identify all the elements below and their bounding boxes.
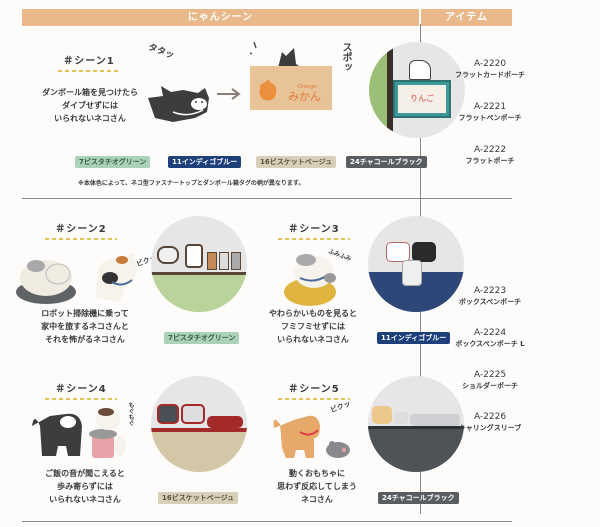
scene-1-description: ダンボール箱を見つけたら ダイブせずには いられないネコさん [42,88,138,123]
color-note: ※本体色によって、ネコ型ファスナートップとダンボール箱タグの柄が異なります。 [78,180,305,187]
svg-text:Orange: Orange [298,84,316,90]
title-underline [45,238,117,240]
title-underline [278,398,350,400]
title-underline [278,238,350,240]
title-underline [45,398,117,400]
sfx-run: タタッ [146,42,176,62]
scene-3-color-badge: 11インディゴブルー [377,332,451,344]
scene-2-title: ＃シーン2 [45,220,117,240]
svg-text:みかん: みかん [288,90,321,103]
scene-3-title: ＃シーン3 [278,220,350,240]
item-a2223: A-2223 ボックスペンポーチ [458,286,522,306]
item-a2224: A-2224 ボックスペンポーチ L [455,328,525,348]
color-badge-green: 7ピスタチオグリーン [75,156,151,168]
scene-5-title: ＃シーン5 [278,380,350,400]
scene-4-color-badge: 16ビスケットベージュ [158,492,239,504]
scene-4-title: ＃シーン4 [45,380,117,400]
scene-2-illustration [16,252,137,304]
item-a2221: A-2221 フラットペンポーチ [458,102,522,122]
item-a2225: A-2225 ショルダーポーチ [462,370,518,390]
product-photo-beige [151,376,247,472]
item-column-header: アイテム [421,9,512,26]
sfx-pop: スポッ [340,42,351,72]
color-badge-blue: 11インディゴブルー [168,156,242,168]
color-badge-beige: 16ビスケットベージュ [256,156,337,168]
bottom-divider [22,521,512,522]
scene-5-description: 動くおもちゃに 思わず反応してしまう ネコさん [277,469,357,504]
running-cat-illustration [148,86,209,122]
section-divider [22,198,512,199]
arrow-icon [217,88,241,100]
product-photo-blue [368,216,464,312]
sfx-scene-4: もぐもぐ [127,402,134,426]
scene-4-description: ご飯の音が聞こえると 歩み寄らずには いられないネコさん [45,469,125,504]
scene-5-illustration [273,415,350,458]
color-badge-charcoal: 24チャコールブラック [346,156,427,168]
scene-3-description: やわらかいものを見ると フミフミせずには いられないネコさん [269,309,357,344]
scene-4-illustration [32,408,126,458]
item-a2220: A-2220 フラットカードポーチ [455,59,525,79]
scene-2-color-badge: 7ピスタチオグリーン [164,332,240,344]
item-a2222: A-2222 フラットポーチ [465,145,515,165]
scene-1-title: ＃シーン1 [58,52,120,72]
product-photo-green [151,216,247,312]
scene-5-color-badge: 24チャコールブラック [378,492,459,504]
cardboard-box-illustration: Orange みかん [250,42,332,110]
product-photo-charcoal [368,376,464,472]
scene-3-illustration [284,254,336,306]
scene-2-description: ロボット掃除機に乗って 家中を旅するネコさんと それを怖がるネコさん [41,309,129,344]
title-underline [58,70,120,72]
scene-column-header: にゃんシーン [22,9,419,26]
product-photo-circle: りんご [369,42,465,138]
table-header: にゃんシーン アイテム [22,9,600,26]
item-a2226: A-2226 キャリングスリーブ [458,412,522,432]
